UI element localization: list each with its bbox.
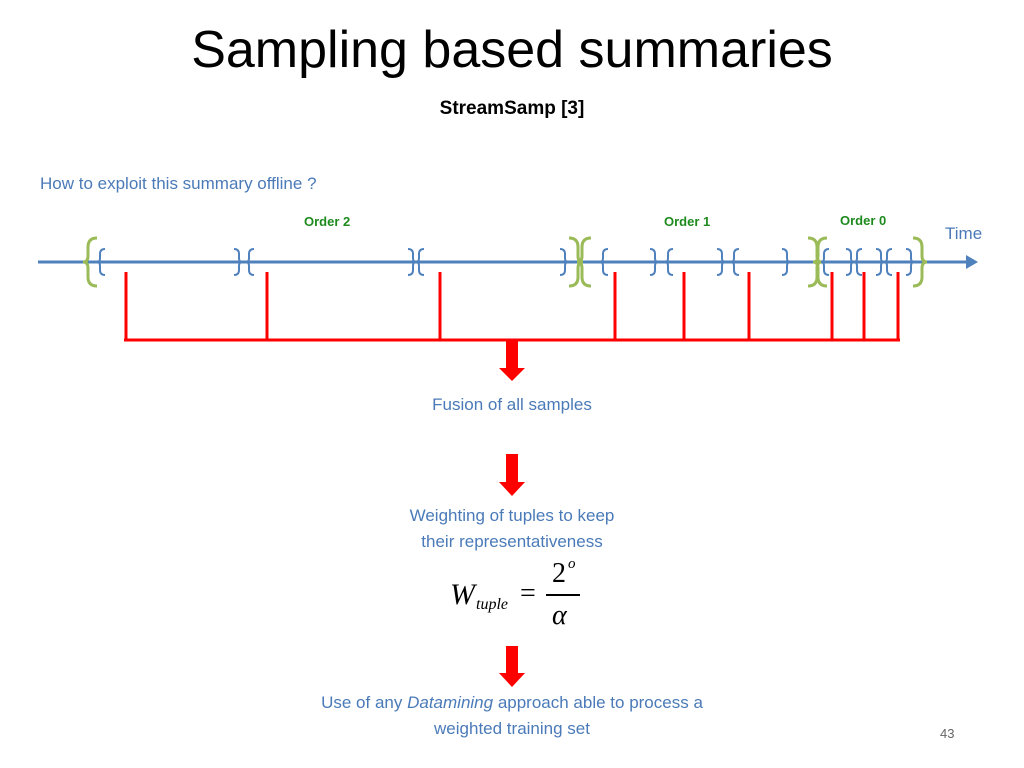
down-arrow-3	[499, 646, 525, 687]
sample-bracket	[730, 248, 740, 276]
time-axis-arrowhead	[966, 255, 978, 269]
sample-bracket	[820, 248, 830, 276]
formula-numerator: 2	[552, 558, 566, 589]
sample-bracket	[716, 248, 726, 276]
down-arrow-1	[499, 340, 525, 381]
order-bracket-open-3	[812, 236, 828, 288]
formula-fraction-bar	[546, 594, 580, 596]
formula-subscript: tuple	[476, 596, 508, 613]
slide-title: Sampling based summaries	[191, 21, 833, 79]
sample-bracket	[245, 248, 255, 276]
datamining-prefix: Use of any	[321, 693, 408, 712]
sample-bracket	[883, 248, 893, 276]
order-bracket-close-3	[912, 236, 928, 288]
question-text: How to exploit this summary offline ?	[40, 174, 317, 193]
datamining-suffix: approach able to process a	[493, 693, 703, 712]
datamining-line-2: weighted training set	[434, 719, 590, 738]
order-0-label: Order 0	[840, 213, 887, 228]
weight-formula: W tuple = 2 o α	[440, 556, 600, 636]
sample-bracket	[415, 248, 425, 276]
order-bracket-open-2	[576, 236, 592, 288]
order-bracket-close-1	[568, 236, 584, 288]
weighting-step-text: Weighting of tuples to keep their repres…	[0, 503, 1024, 555]
datamining-step-text: Use of any Datamining approach able to p…	[0, 690, 1024, 742]
fusion-step-text: Fusion of all samples	[432, 395, 592, 414]
order-2-label: Order 2	[304, 214, 351, 229]
weighting-line-1: Weighting of tuples to keep	[409, 506, 615, 525]
datamining-line-1: Use of any Datamining approach able to p…	[0, 690, 1024, 716]
down-arrow-2	[499, 454, 525, 496]
formula-superscript: o	[568, 556, 576, 572]
sample-bracket	[853, 248, 863, 276]
fusion-lines	[124, 272, 900, 342]
sample-bracket	[649, 248, 659, 276]
formula-w: W	[450, 578, 475, 611]
order-bracket-open-1	[82, 236, 98, 288]
sample-bracket	[233, 248, 243, 276]
order-brackets	[82, 236, 928, 288]
sample-bracket	[664, 248, 674, 276]
sample-brackets	[96, 248, 915, 276]
sample-bracket	[781, 248, 791, 276]
page-number: 43	[940, 726, 955, 741]
formula-equals: =	[520, 578, 536, 609]
sample-bracket	[96, 248, 106, 276]
datamining-italic: Datamining	[407, 693, 494, 712]
down-arrows	[499, 340, 525, 687]
sample-bracket	[559, 248, 569, 276]
time-axis-label: Time	[945, 224, 983, 243]
sample-bracket	[905, 248, 915, 276]
sample-bracket	[599, 248, 609, 276]
weighting-line-2: their representativeness	[421, 532, 603, 551]
order-1-label: Order 1	[664, 214, 711, 229]
formula-denominator: α	[552, 600, 567, 631]
slide-subtitle: StreamSamp [3]	[439, 98, 585, 119]
